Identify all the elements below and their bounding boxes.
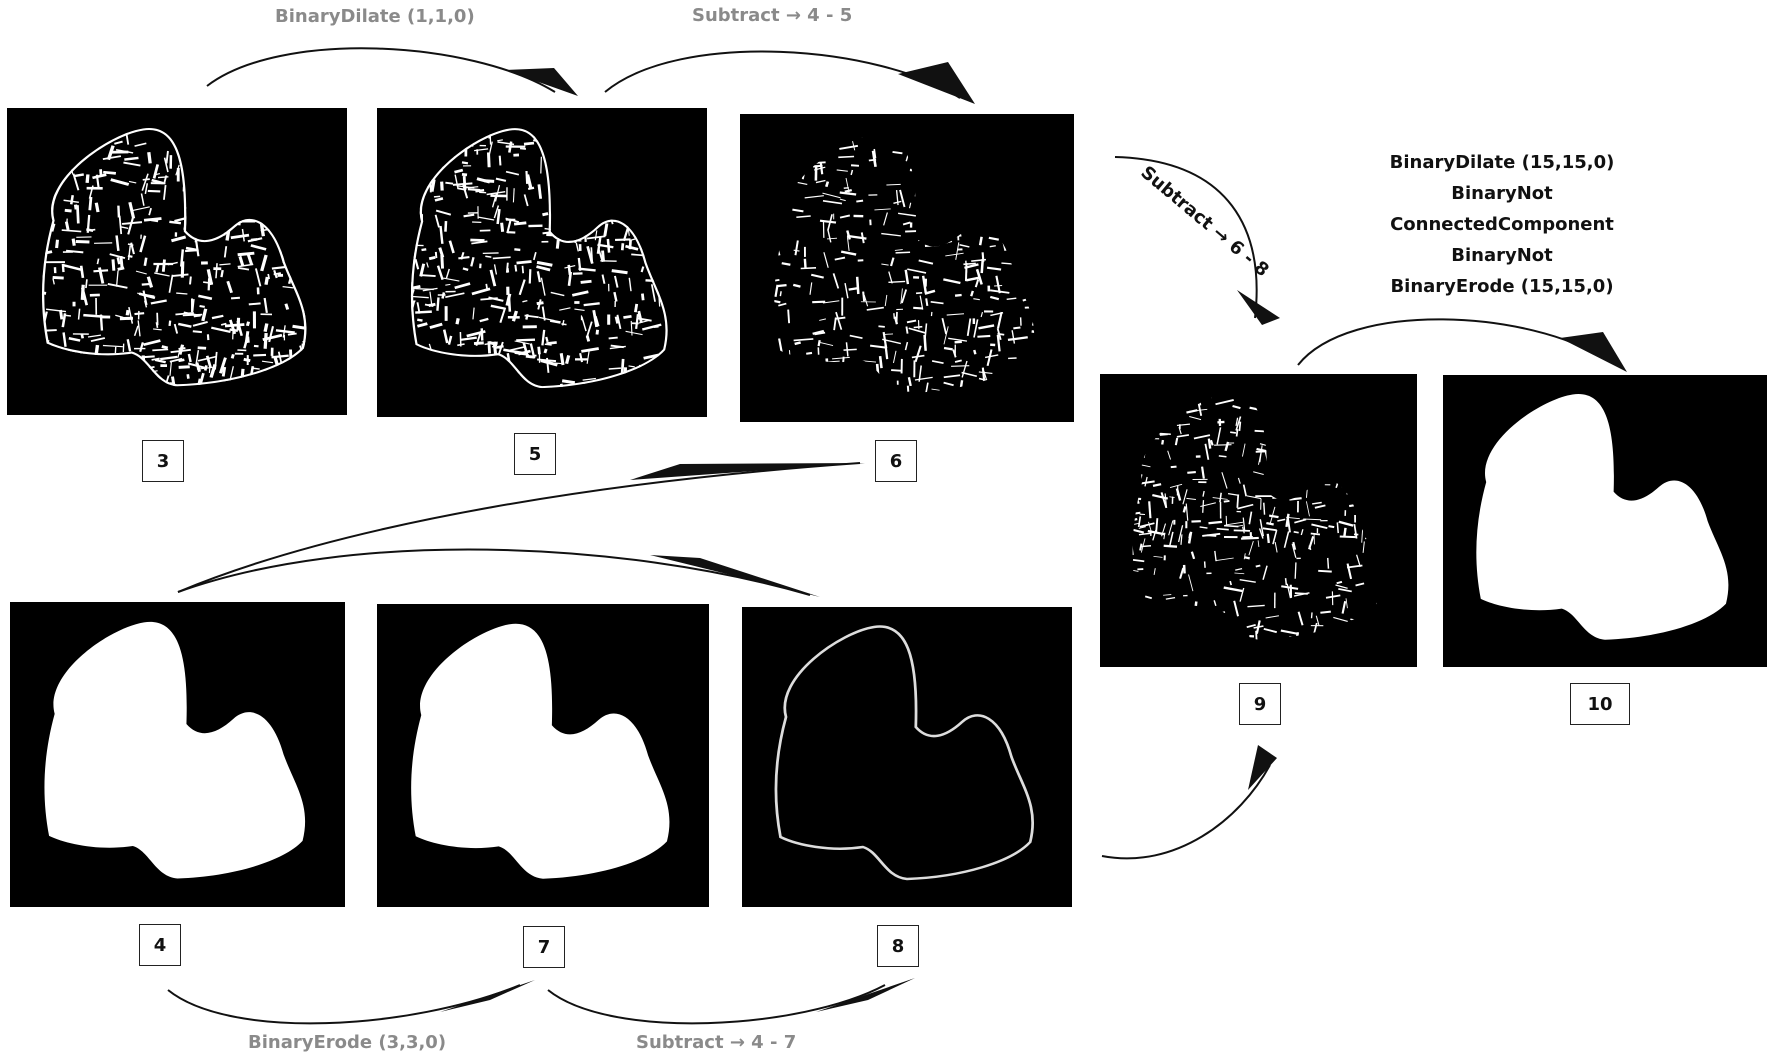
arrowhead-4-to-7 [440, 980, 535, 1012]
arrowhead-6-to-4 [630, 463, 865, 480]
arrow-3-to-5 [207, 48, 555, 92]
arrow-8-to-9 [1102, 765, 1270, 858]
arrow-9-to-10 [1298, 319, 1607, 365]
arrowhead-5-to-6 [898, 62, 975, 104]
arrowhead-6-to-9 [1237, 290, 1280, 325]
arrowhead-8-to-9 [1248, 745, 1277, 790]
arrow-7-to-8 [548, 985, 885, 1023]
arrow-6-to-4 [178, 463, 860, 592]
arrowhead-3-to-5 [505, 68, 578, 96]
arrowhead-9-to-10 [1560, 332, 1627, 372]
arrow-6-to-9 [1115, 157, 1257, 318]
arrowhead-7-to-8 [816, 978, 915, 1012]
arrow-4-to-8 [178, 549, 810, 595]
